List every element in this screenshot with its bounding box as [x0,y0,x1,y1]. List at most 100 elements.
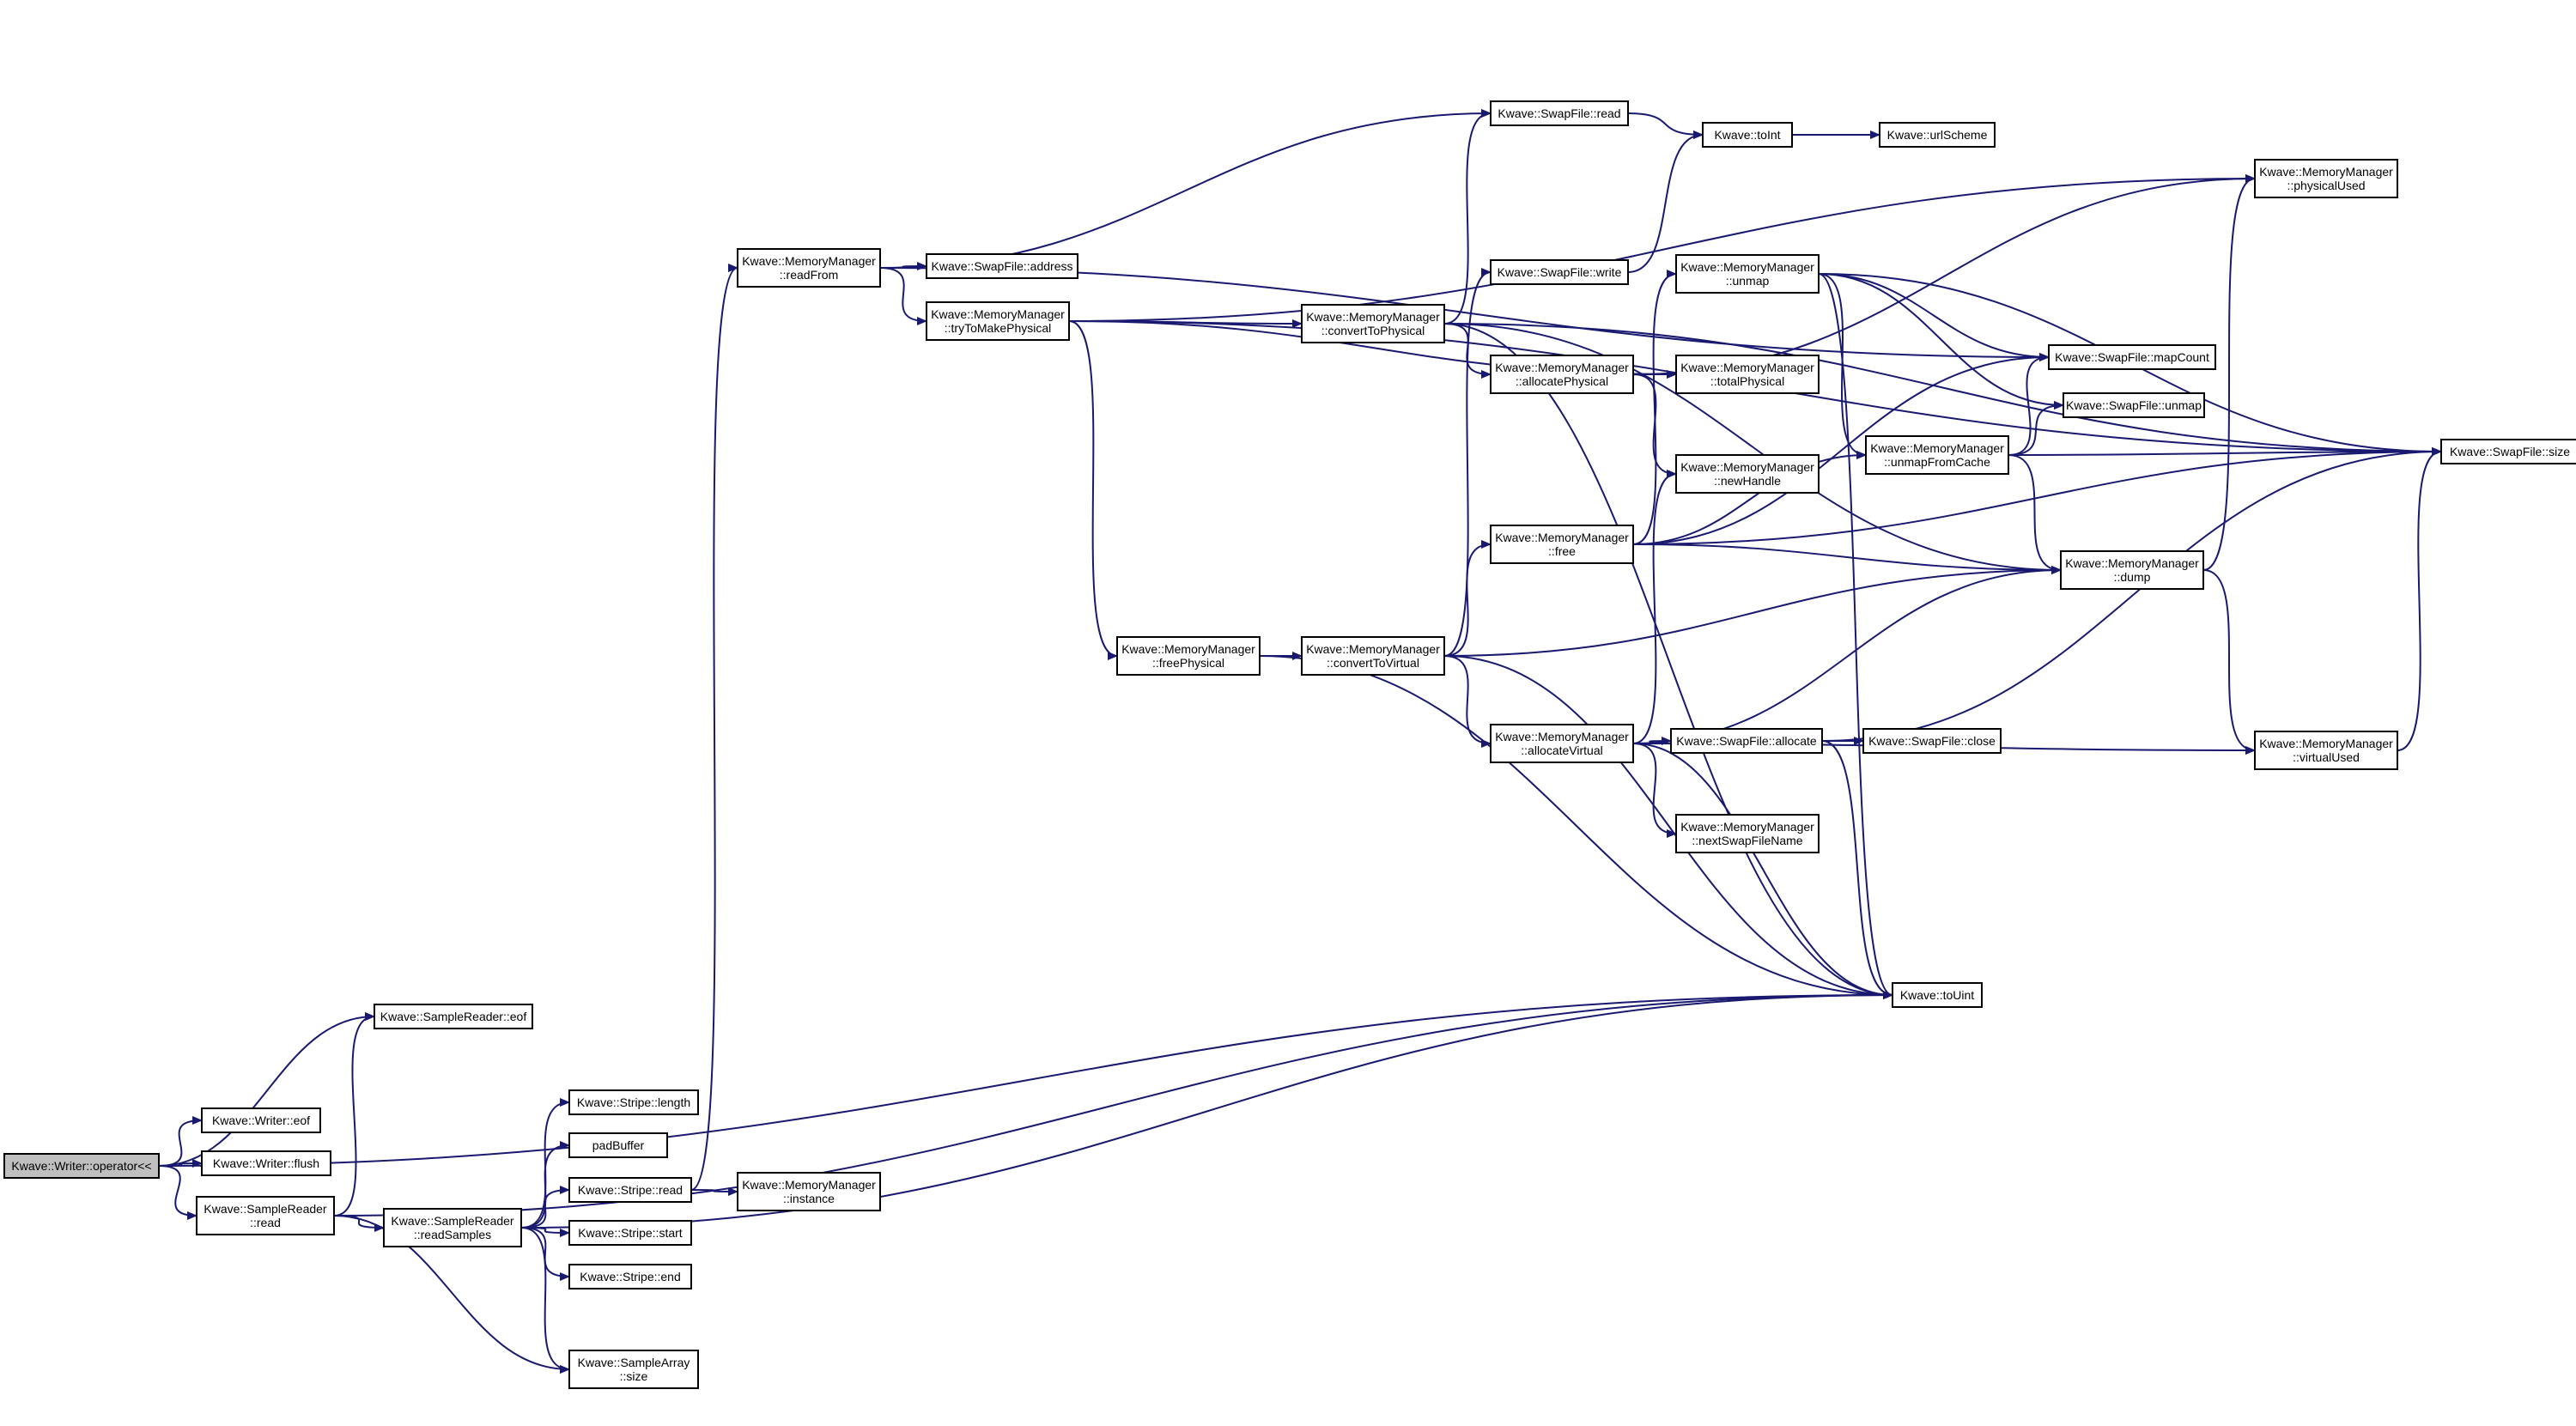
node-label-line: Kwave::MemoryManager [1680,361,1814,374]
edge-sr-read-to-sr-eof [333,1012,375,1217]
node-label-line: Kwave::SwapFile::mapCount [2055,350,2209,364]
node-mm-nextswapfilename[interactable]: Kwave::MemoryManager::nextSwapFileName [1675,814,1820,853]
node-label-line: Kwave::SwapFile::read [1498,106,1620,120]
node-w-eof[interactable]: Kwave::Writer::eof [201,1107,321,1133]
node-box [568,1177,692,1203]
node-padbuffer[interactable]: padBuffer [568,1132,668,1158]
edge-mm-free-to-mm-dump [1632,543,2062,574]
node-label-line: Kwave::Writer::eof [212,1113,310,1127]
node-mm-unmap[interactable]: Kwave::MemoryManager::unmap [1675,254,1820,294]
node-mm-free[interactable]: Kwave::MemoryManager::free [1490,525,1634,564]
edge-mm-converttovirtual-to-mm-dump [1443,566,2062,657]
node-box [2440,439,2576,464]
node-sf-address[interactable]: Kwave::SwapFile::address [926,253,1078,279]
node-sf-mapcount[interactable]: Kwave::SwapFile::mapCount [2048,344,2216,370]
edge-mm-unmapfromcache-to-sf-unmap [2008,401,2064,456]
node-label-line: Kwave::MemoryManager [1495,730,1629,743]
edge-sr-read-to-sa-size [333,1215,570,1374]
node-root[interactable]: Kwave::Writer::operator<< [3,1153,160,1179]
node-mm-trytomakephysical[interactable]: Kwave::MemoryManager::tryToMakePhysical [926,301,1070,341]
node-sr-read[interactable]: Kwave::SampleReader::read [196,1196,335,1235]
edge-mm-converttophysical-to-sf-read [1443,109,1492,325]
node-sa-size[interactable]: Kwave::SampleArray::size [568,1350,699,1389]
node-mm-readfrom[interactable]: Kwave::MemoryManager::readFrom [737,248,881,288]
node-box [926,253,1078,279]
edge-mm-unmap-to-touint [1818,273,1893,999]
nodes-layer: Kwave::Writer::operator<<Kwave::SampleRe… [3,100,2576,1389]
node-label-line: Kwave::MemoryManager [2259,737,2393,750]
node-label-line: Kwave::Writer::operator<< [11,1159,151,1173]
node-box [1675,454,1820,494]
edge-sf-allocate-to-touint [1821,740,1893,999]
node-box [2254,731,2398,770]
node-toint[interactable]: Kwave::toInt [1702,122,1793,148]
node-mm-totalphysical[interactable]: Kwave::MemoryManager::totalPhysical [1675,355,1820,394]
node-mm-allocatephysical[interactable]: Kwave::MemoryManager::allocatePhysical [1490,355,1634,394]
edge-mm-converttophysical-to-sf-size [1443,323,2442,456]
node-label-line: Kwave::MemoryManager [931,307,1065,321]
node-sf-unmap[interactable]: Kwave::SwapFile::unmap [2063,392,2205,418]
node-label-line: Kwave::toInt [1714,128,1780,142]
node-label-line: Kwave::toUint [1900,988,1974,1002]
node-box [568,1089,699,1115]
node-stripe-read[interactable]: Kwave::Stripe::read [568,1177,692,1203]
node-mm-virtualused[interactable]: Kwave::MemoryManager::virtualUsed [2254,731,2398,770]
node-mm-unmapfromcache[interactable]: Kwave::MemoryManager::unmapFromCache [1865,435,2009,475]
node-box [383,1208,522,1247]
node-mm-newhandle[interactable]: Kwave::MemoryManager::newHandle [1675,454,1820,494]
node-box [568,1220,692,1246]
edge-mm-readfrom-to-mm-trytomakephysical [879,267,927,325]
node-mm-allocatevirtual[interactable]: Kwave::MemoryManager::allocateVirtual [1490,724,1634,763]
edge-stripe-read-to-mm-readfrom [690,264,738,1191]
node-box [1675,814,1820,853]
node-stripe-length[interactable]: Kwave::Stripe::length [568,1089,699,1115]
node-label-line: Kwave::SwapFile::unmap [2066,398,2202,412]
edge-mm-free-to-sf-mapcount [1632,353,2050,545]
node-w-flush[interactable]: Kwave::Writer::flush [201,1150,331,1176]
edge-mm-virtualused-to-sf-size [2397,447,2442,751]
edge-mm-free-to-sf-size [1632,447,2442,545]
node-label-line: Kwave::MemoryManager [742,1178,876,1192]
node-sf-size[interactable]: Kwave::SwapFile::size [2440,439,2576,464]
edge-mm-trytomakephysical-to-mm-physicalused [1068,174,2256,322]
node-box [2048,344,2216,370]
node-label-line: ::newHandle [1714,474,1781,488]
node-label-line: Kwave::SwapFile::size [2450,445,2570,458]
node-sf-read[interactable]: Kwave::SwapFile::read [1490,100,1629,126]
node-mm-physicalused[interactable]: Kwave::MemoryManager::physicalUsed [2254,159,2398,198]
edge-mm-trytomakephysical-to-mm-freephysical [1068,320,1118,660]
node-mm-dump[interactable]: Kwave::MemoryManager::dump [2060,550,2204,590]
edge-root-to-sr-read [158,1165,197,1220]
edge-mm-freephysical-to-touint [1259,655,1893,999]
node-label-line: ::unmap [1726,274,1770,288]
node-box [926,301,1070,341]
node-sf-close[interactable]: Kwave::SwapFile::close [1862,728,2002,754]
node-label-line: Kwave::SwapFile::write [1498,265,1622,279]
node-stripe-end[interactable]: Kwave::Stripe::end [568,1264,692,1289]
node-sf-write[interactable]: Kwave::SwapFile::write [1490,259,1629,285]
node-mm-freephysical[interactable]: Kwave::MemoryManager::freePhysical [1116,636,1261,676]
node-mm-converttophysical[interactable]: Kwave::MemoryManager::convertToPhysical [1301,304,1445,343]
edge-mm-allocatevirtual-to-mm-dump [1632,566,2062,744]
node-stripe-start[interactable]: Kwave::Stripe::start [568,1220,692,1246]
edge-sr-readsamples-to-stripe-read [520,1186,570,1229]
node-sr-eof[interactable]: Kwave::SampleReader::eof [374,1004,533,1029]
node-mm-instance[interactable]: Kwave::MemoryManager::instance [737,1172,881,1211]
node-touint[interactable]: Kwave::toUint [1892,982,1983,1008]
node-box [1490,724,1634,763]
edge-root-to-sr-eof [158,1012,375,1167]
edge-root-to-w-eof [158,1116,203,1167]
edge-sf-write-to-toint [1627,130,1704,273]
node-sf-allocate[interactable]: Kwave::SwapFile::allocate [1670,728,1823,754]
node-mm-converttovirtual[interactable]: Kwave::MemoryManager::convertToVirtual [1301,636,1445,676]
node-box [2063,392,2205,418]
node-label-line: Kwave::MemoryManager [2259,165,2393,179]
node-sr-readsamples[interactable]: Kwave::SampleReader::readSamples [383,1208,522,1247]
node-label-line: Kwave::MemoryManager [1680,820,1814,834]
node-box [1892,982,1983,1008]
node-box [1879,122,1996,148]
edge-mm-converttovirtual-to-sf-write [1443,268,1492,657]
node-urlscheme[interactable]: Kwave::urlScheme [1879,122,1996,148]
edge-mm-unmapfromcache-to-sf-mapcount [2008,353,2050,456]
node-label-line: padBuffer [592,1138,645,1152]
